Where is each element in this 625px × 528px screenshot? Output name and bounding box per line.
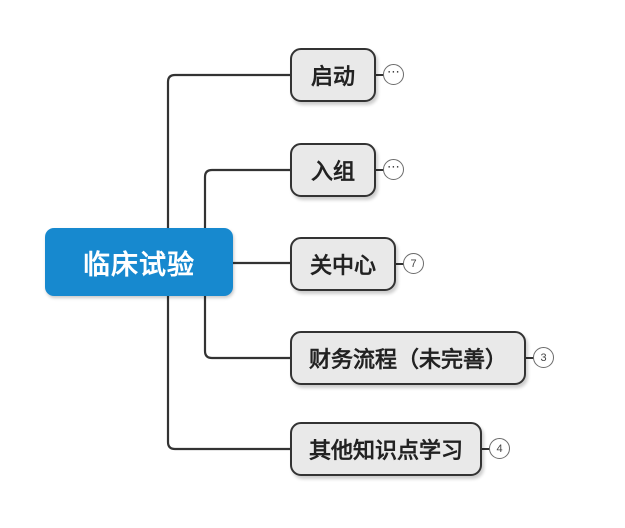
badge-stub <box>376 74 384 76</box>
badge-stub <box>482 448 490 450</box>
branch-node-ruzu[interactable]: 入组 <box>290 143 376 197</box>
badge-stub <box>376 169 384 171</box>
badge-label: 4 <box>496 442 503 455</box>
root-node[interactable]: 临床试验 <box>45 228 233 296</box>
branch-node-label: 财务流程（未完善） <box>308 347 507 372</box>
branch-node-label: 关中心 <box>309 253 376 278</box>
branch-badge-ruzu[interactable]: ⋯ <box>383 159 404 180</box>
branch-node-label: 启动 <box>310 64 355 89</box>
branch-badge-qidong[interactable]: ⋯ <box>383 64 404 85</box>
badge-label: 3 <box>540 351 547 364</box>
branch-badge-caiwuliucheng[interactable]: 3 <box>533 347 554 368</box>
badge-label: ⋯ <box>387 64 400 79</box>
badge-label: ⋯ <box>387 159 400 174</box>
branch-node-qidong[interactable]: 启动 <box>290 48 376 102</box>
branch-node-qitazhishidian[interactable]: 其他知识点学习 <box>290 422 482 476</box>
branch-node-guanzhongxin[interactable]: 关中心 <box>290 237 396 291</box>
branch-node-label: 入组 <box>310 159 355 184</box>
branch-node-label: 其他知识点学习 <box>308 438 463 463</box>
branch-node-caiwuliucheng[interactable]: 财务流程（未完善） <box>290 331 526 385</box>
badge-stub <box>526 357 534 359</box>
badge-label: 7 <box>410 257 417 270</box>
badge-stub <box>396 263 404 265</box>
branch-badge-guanzhongxin[interactable]: 7 <box>403 253 424 274</box>
root-node-label: 临床试验 <box>83 249 195 280</box>
branch-badge-qitazhishidian[interactable]: 4 <box>489 438 510 459</box>
